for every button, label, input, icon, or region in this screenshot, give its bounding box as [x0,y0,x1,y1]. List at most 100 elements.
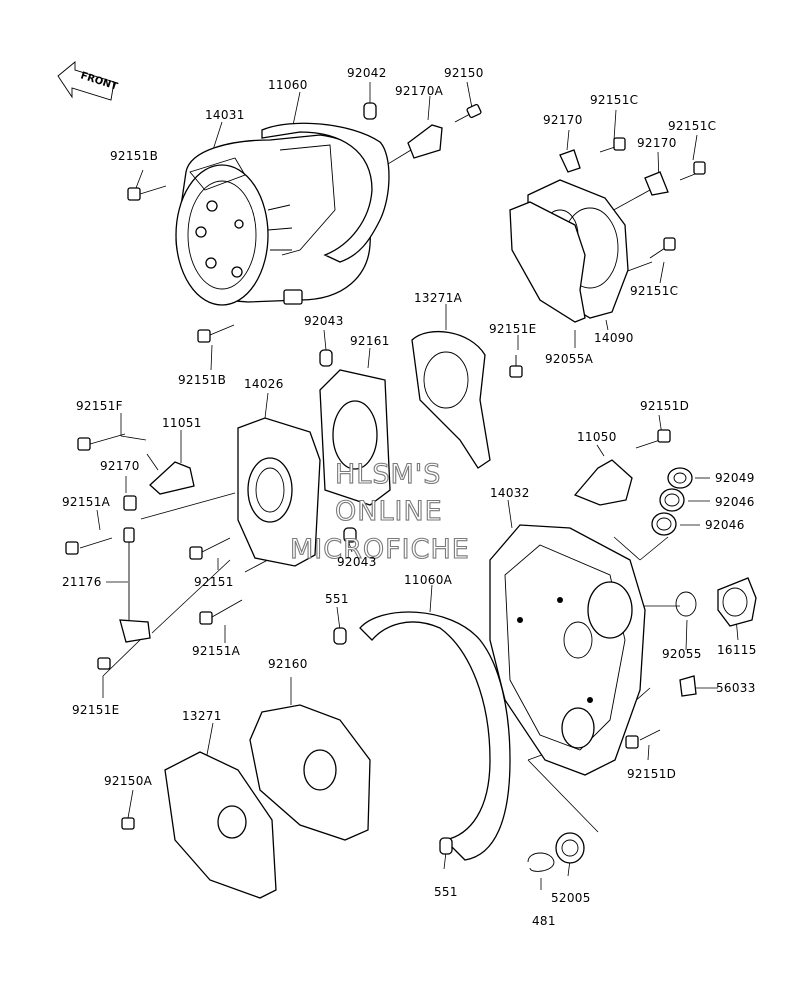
part-label: 92170 [100,459,140,473]
part-label: 13271 [182,709,222,723]
bolt-92151a-mid [199,599,243,625]
part-label: 92150A [104,774,153,788]
plate-13271a [411,330,491,469]
part-label: 92151D [627,767,676,781]
gasket-11060a [359,611,511,861]
part-label: 14090 [594,331,634,345]
bolt-92151d-top [635,429,671,449]
part-label: 52005 [551,891,591,905]
part-label: 92150 [444,66,484,80]
bolt-92151e-top [509,355,523,378]
damper-plate-92160 [249,704,371,841]
part-label: 14032 [490,486,530,500]
part-label: 92151D [640,399,689,413]
watermark-line-3: MICROFICHE [290,534,470,565]
part-label: 92055 [662,647,702,661]
part-label: 56033 [716,681,756,695]
part-label: 92151E [489,322,537,336]
circlip-481 [527,852,555,872]
bearing-92046-2 [651,512,677,536]
dowel-92042 [363,102,377,120]
part-label: 551 [325,592,349,606]
sensor-21176 [119,527,151,643]
part-label: 92055A [545,352,594,366]
part-label: 481 [532,914,556,928]
clamp-92170-right [559,149,581,173]
watermark-line-1: HLSM'S [335,459,441,490]
front-arrow-icon: FRONT [57,61,119,101]
part-label: 92151E [72,703,120,717]
bolt-92150 [454,103,482,123]
part-label: 92160 [268,657,308,671]
label-56033 [679,675,697,697]
seal-92049 [667,467,693,489]
part-label: 14026 [244,377,284,391]
part-label: 92043 [304,314,344,328]
part-label: 92151C [630,284,678,298]
seal-52005 [555,832,585,864]
part-label: 92151C [590,93,638,107]
part-label: 92042 [347,66,387,80]
dowel-92043-mid [343,527,357,543]
watermark: HLSM'S ONLINE MICROFICHE [289,458,470,565]
part-label: 92151A [62,495,111,509]
part-label: 92170 [637,136,677,150]
bolt-92151-mid [189,537,231,560]
part-label: 11060 [268,78,308,92]
gasket-92055a [509,201,586,323]
bolt-92151a-left [65,537,113,555]
cap-16115 [717,577,757,627]
part-label: 92151C [668,119,716,133]
part-label: 92151A [192,644,241,658]
part-label: 11051 [162,416,202,430]
plate-13271 [164,751,277,899]
clamp-92170-right2 [644,171,669,196]
part-label: 92151B [178,373,226,387]
bolt-92150a [121,817,135,830]
generator-cover-14031 [175,134,374,306]
part-label: 92046 [705,518,745,532]
dowel-92043-top [319,349,333,367]
bolt-92151e-bottom [97,657,111,670]
bolt-92151c-1 [599,137,626,153]
part-label: 551 [434,885,458,899]
part-label: 16115 [717,643,757,657]
watermark-line-2: ONLINE [335,496,443,527]
part-label: 21176 [62,575,102,589]
o-ring-92055 [675,591,697,617]
cover-14026 [237,417,321,567]
gasket-11060 [261,122,390,263]
bolt-92151b-top [127,185,167,201]
part-label: 92043 [337,555,377,569]
damper-92161 [319,369,391,506]
part-label: 13271A [414,291,463,305]
part-label: 11060A [404,573,453,587]
bolt-92151c-3 [649,237,676,259]
front-label: FRONT [79,70,119,92]
bolt-92151c-2 [679,161,706,181]
part-label: 92151F [76,399,123,413]
part-label: 92046 [715,495,755,509]
clamp-92170a [407,124,443,159]
dowel-551-top [333,627,347,645]
part-label: 92151B [110,149,158,163]
bolt-92151f [77,433,126,451]
bolt-92151b-mid [197,324,235,343]
bracket-11051 [149,461,195,495]
clamp-92170-left [123,495,137,511]
part-label: 92170A [395,84,444,98]
part-label: 92170 [543,113,583,127]
part-label: 92151 [194,575,234,589]
part-labels: 11060 92042 92150 14031 92170A 92151B 92… [62,66,757,928]
bolt-92151d-bottom [625,729,661,749]
part-label: 92161 [350,334,390,348]
part-label: 11050 [577,430,617,444]
bearing-92046-1 [659,488,685,512]
part-label: 14031 [205,108,245,122]
part-label: 92049 [715,471,755,485]
clutch-cover-14032 [489,524,646,776]
bracket-11050 [573,459,633,506]
dowel-551-bottom [439,837,453,855]
